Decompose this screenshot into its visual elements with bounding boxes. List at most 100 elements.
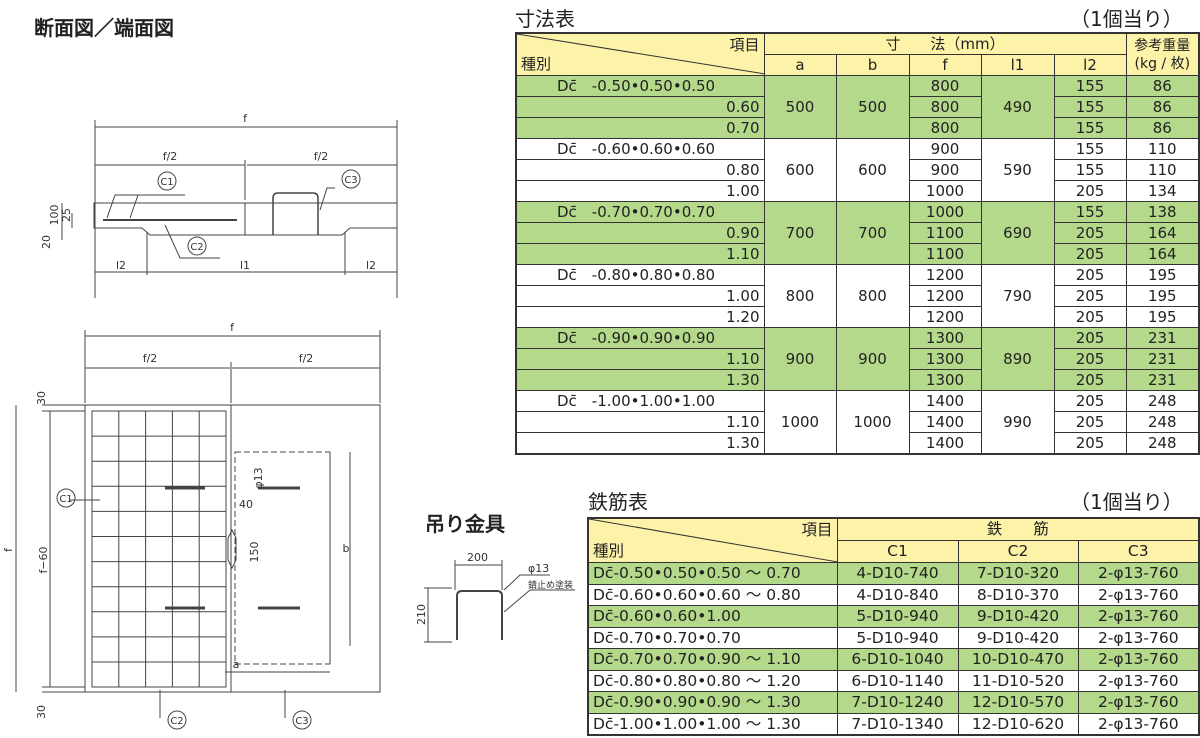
c1-cell: 7-D10-1340 bbox=[836, 712, 959, 736]
plan-d30-top: 30 bbox=[35, 391, 48, 405]
rebar-type-cell: Dc̄-0.50•0.50•0.50 ～ 0.70 bbox=[587, 562, 838, 585]
f-cell: 1000 bbox=[908, 201, 982, 223]
section-l2-left: l2 bbox=[116, 259, 126, 272]
plan-d150: 150 bbox=[248, 542, 261, 563]
section-l2-right: l2 bbox=[366, 259, 376, 272]
weight-cell: 248 bbox=[1125, 432, 1200, 455]
type-cell: 0.90 bbox=[515, 222, 765, 244]
f-cell: 1100 bbox=[908, 222, 982, 244]
c2-cell: 12-D10-570 bbox=[957, 691, 1079, 714]
f-cell: 900 bbox=[908, 138, 982, 160]
f-cell: 1200 bbox=[908, 306, 982, 328]
type-cell: Dc̄ -0.90•0.90•0.90 bbox=[515, 327, 765, 349]
section-f-label: f bbox=[243, 112, 248, 125]
b-cell: 600 bbox=[835, 138, 910, 202]
l1-cell: 790 bbox=[980, 264, 1055, 328]
type-cell: 1.10 bbox=[515, 348, 765, 370]
weight-cell: 195 bbox=[1125, 264, 1200, 286]
l2-cell: 155 bbox=[1053, 75, 1127, 97]
hanger-height: 210 bbox=[415, 604, 428, 625]
l2-cell: 205 bbox=[1053, 411, 1127, 433]
weight-cell: 231 bbox=[1125, 348, 1200, 370]
l1-cell: 590 bbox=[980, 138, 1055, 202]
c1-cell: 5-D10-940 bbox=[836, 626, 959, 649]
plan-fhalf-right: f/2 bbox=[299, 352, 314, 365]
type-cell: 1.30 bbox=[515, 432, 765, 455]
rebar-type-cell: Dc̄-0.70•0.70•0.90 ～ 1.10 bbox=[587, 648, 838, 671]
weight-cell: 138 bbox=[1125, 201, 1200, 223]
rebar-type-header: 種別 bbox=[593, 542, 625, 560]
l2-cell: 155 bbox=[1053, 138, 1127, 160]
f-cell: 1300 bbox=[908, 327, 982, 349]
type-item-header: 項目 種別 bbox=[515, 32, 765, 76]
plan-b: b bbox=[343, 542, 350, 555]
l2-cell: 205 bbox=[1053, 243, 1127, 265]
weight-cell: 110 bbox=[1125, 159, 1200, 181]
l2-cell: 205 bbox=[1053, 369, 1127, 391]
weight-cell: 86 bbox=[1125, 96, 1200, 118]
a-cell: 700 bbox=[763, 201, 837, 265]
f-cell: 1300 bbox=[908, 369, 982, 391]
b-cell: 500 bbox=[835, 75, 910, 139]
c1-cell: 7-D10-1240 bbox=[836, 691, 959, 714]
col-header-c2: C2 bbox=[957, 539, 1079, 564]
dim-25: 25 bbox=[60, 208, 73, 222]
l1-cell: 890 bbox=[980, 327, 1055, 391]
l2-cell: 205 bbox=[1053, 306, 1127, 328]
f-cell: 1400 bbox=[908, 432, 982, 455]
plan-f-label: f bbox=[230, 321, 235, 334]
rebar-item-header: 項目 bbox=[801, 521, 833, 539]
plan-c1: C1 bbox=[59, 494, 72, 505]
f-cell: 1300 bbox=[908, 348, 982, 370]
f-cell: 1200 bbox=[908, 285, 982, 307]
col-header-b: b bbox=[835, 54, 910, 76]
weight-cell: 134 bbox=[1125, 180, 1200, 202]
plan-f-outer: f bbox=[2, 547, 15, 552]
type-header: 種別 bbox=[521, 55, 552, 73]
section-fhalf-left: f/2 bbox=[163, 150, 178, 163]
l2-cell: 205 bbox=[1053, 180, 1127, 202]
type-cell: Dc̄ -0.60•0.60•0.60 bbox=[515, 138, 765, 160]
rebar-header: 鉄 筋 bbox=[836, 517, 1200, 541]
c3-cell: 2-φ13-760 bbox=[1077, 669, 1200, 692]
b-cell: 900 bbox=[835, 327, 910, 391]
col-header-c3: C3 bbox=[1077, 539, 1200, 564]
c1-cell: 4-D10-840 bbox=[836, 583, 959, 606]
b-cell: 800 bbox=[835, 264, 910, 328]
type-cell: 0.80 bbox=[515, 159, 765, 181]
l2-cell: 155 bbox=[1053, 96, 1127, 118]
col-header-f: f bbox=[908, 54, 982, 76]
type-cell: 1.00 bbox=[515, 285, 765, 307]
weight-cell: 86 bbox=[1125, 75, 1200, 97]
rebar-type-cell: Dc̄-0.70•0.70•0.70 bbox=[587, 626, 838, 649]
dim-100: 100 bbox=[48, 205, 61, 226]
a-cell: 500 bbox=[763, 75, 837, 139]
weight-cell: 231 bbox=[1125, 369, 1200, 391]
weight-cell: 248 bbox=[1125, 411, 1200, 433]
type-cell: 1.10 bbox=[515, 243, 765, 265]
type-cell: 0.60 bbox=[515, 96, 765, 118]
type-cell: Dc̄ -0.50•0.50•0.50 bbox=[515, 75, 765, 97]
l2-cell: 205 bbox=[1053, 285, 1127, 307]
hanger-title: 吊り金具 bbox=[425, 512, 505, 536]
col-header-c1: C1 bbox=[836, 539, 959, 564]
c1-cell: 5-D10-940 bbox=[836, 605, 959, 628]
dims-per-piece: （1個当り） bbox=[1070, 7, 1183, 31]
f-cell: 1100 bbox=[908, 243, 982, 265]
section-fhalf-right: f/2 bbox=[314, 150, 329, 163]
weight-cell: 248 bbox=[1125, 390, 1200, 412]
